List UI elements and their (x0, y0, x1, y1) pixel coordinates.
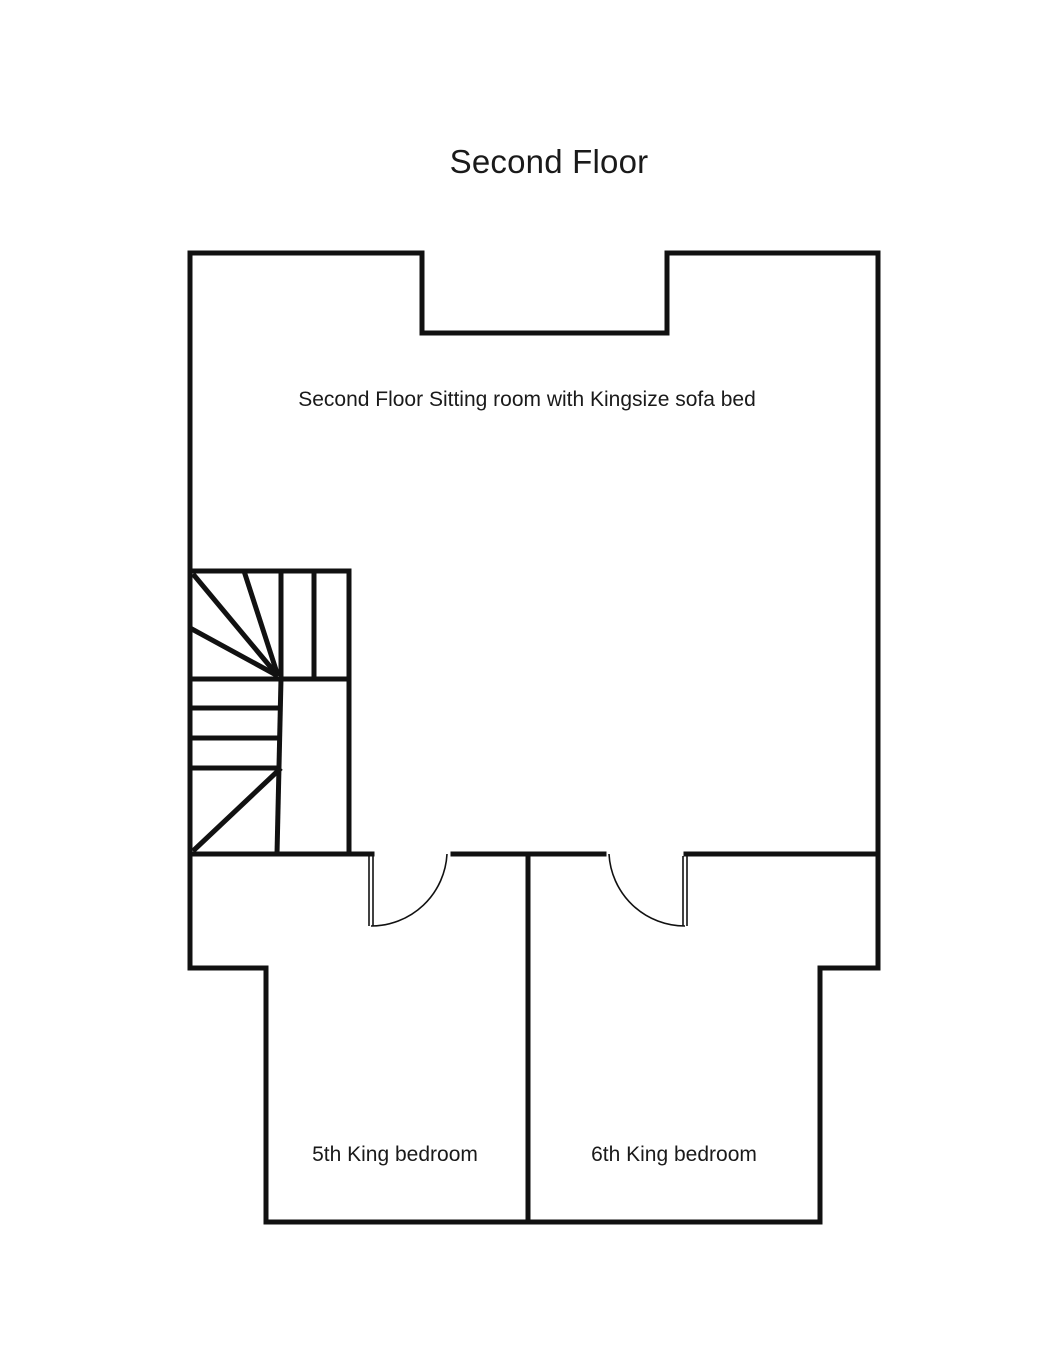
room-label-sitting-room: Second Floor Sitting room with Kingsize … (298, 388, 756, 411)
stair-frame (187, 568, 352, 857)
interior-walls (187, 851, 881, 1225)
door-swing-arc (370, 853, 448, 927)
wall-north-west (187, 250, 881, 1225)
room-label-bedroom-5: 5th King bedroom (312, 1143, 478, 1166)
door-swing-arc (608, 853, 686, 927)
door-bedroom-5 (368, 853, 448, 927)
stair-winder (191, 766, 283, 853)
outer-walls (187, 250, 881, 1225)
stair-winder (241, 570, 281, 677)
room-label-bedroom-6: 6th King bedroom (591, 1143, 757, 1166)
door-bedroom-6 (608, 853, 688, 927)
stair-winder (188, 625, 280, 679)
stair-winder (191, 572, 280, 678)
staircase (187, 568, 352, 857)
page-title: Second Floor (449, 143, 649, 180)
